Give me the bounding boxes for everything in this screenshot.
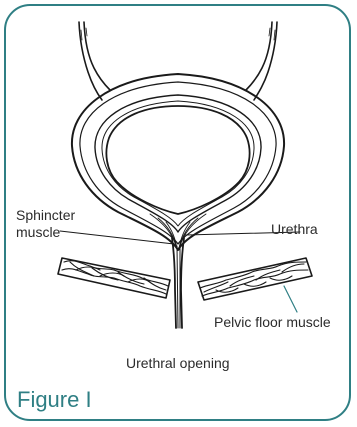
sphincter-label-line2: muscle: [16, 225, 60, 240]
urethral-opening-label: Urethral opening: [126, 356, 230, 371]
bladder-lumen: [106, 106, 249, 214]
urethra-tube: [172, 238, 184, 328]
left-ureter: [79, 22, 110, 100]
pelvic-floor-leader-line: [284, 286, 297, 312]
urethra-label: Urethra: [271, 222, 318, 237]
left-pelvic-floor-muscle: [58, 258, 170, 298]
sphincter-label-line1: Sphincter: [16, 208, 75, 223]
pelvic-floor-label: Pelvic floor muscle: [214, 315, 331, 330]
bladder-inner-lining: [95, 95, 261, 232]
right-ureter: [246, 22, 277, 100]
right-pelvic-floor-muscle: [198, 258, 312, 300]
figure-title: Figure I: [17, 388, 92, 412]
